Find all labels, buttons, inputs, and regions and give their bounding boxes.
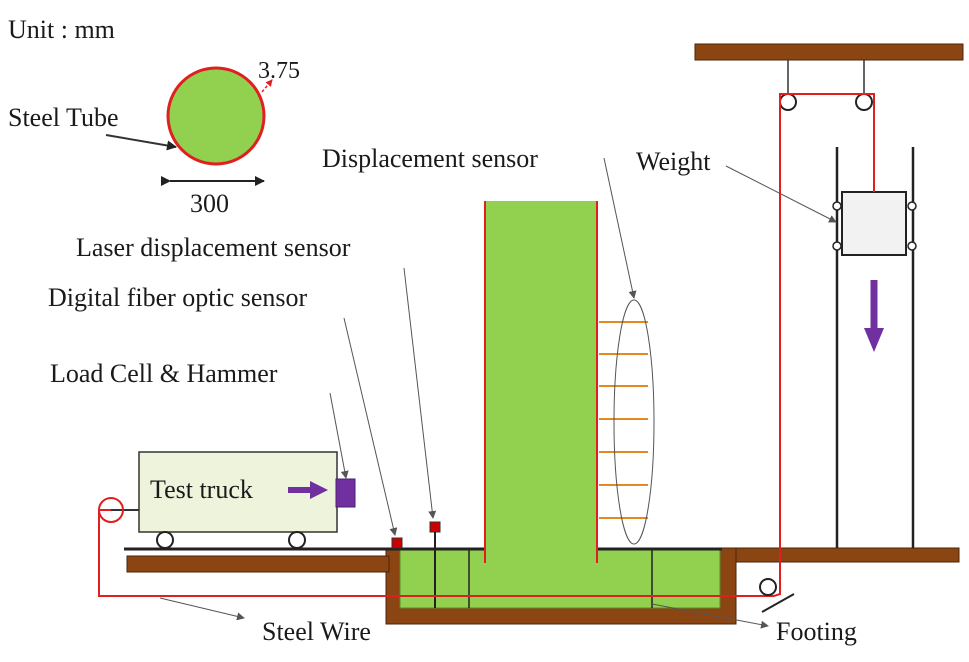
load-cell-leader [329,392,349,479]
truck-wheel-left [156,531,174,549]
steel-tube-column [485,201,597,563]
steel-wire [98,93,875,597]
fiber-optic-sensor-leader [343,317,398,536]
load-cell-hammer-label: Load Cell & Hammer [50,359,278,388]
right-floor [731,547,960,563]
diameter-label: 300 [190,189,229,218]
fiber-optic-sensor-marker [391,537,403,549]
thickness-arrow [261,79,273,93]
wire-anchor-ring [98,497,124,523]
steel-wire-leader [159,597,245,621]
displacement-sensor-array [599,321,648,519]
hammer-block [335,478,356,508]
steel-tube-label: Steel Tube [8,103,119,132]
truck-motion-arrow-head [310,481,328,499]
unit-label: Unit : mm [8,15,115,44]
footing-leader [651,603,769,629]
weight-block [841,191,907,256]
test-truck-label: Test truck [150,475,253,504]
left-floor [126,555,390,573]
truck-wheel-right [288,531,306,549]
weight-rollers [832,201,917,251]
pulley-left [779,93,797,111]
displacement-sensor-group-outline [613,299,655,545]
laser-displacement-sensor-label: Laser displacement sensor [76,233,351,262]
wire-pulley-bottom [759,578,777,596]
steel-tube-leader [105,134,177,151]
wire-pulley-bracket [761,593,795,613]
steel-tube-section [166,66,266,166]
ceiling-beam [694,43,964,61]
weight-label: Weight [636,147,711,176]
laser-sensor-marker [429,521,441,533]
pulley-right [855,93,873,111]
laser-sensor-leader [403,267,437,519]
thickness-label: 3.75 [258,58,300,84]
steel-wire-label: Steel Wire [262,617,371,646]
displacement-sensor-leader [603,157,637,299]
weight-drop-arrow-head [864,328,884,352]
displacement-sensor-label: Displacement sensor [322,144,538,173]
digital-fiber-optic-sensor-label: Digital fiber optic sensor [48,283,308,312]
footing-label: Footing [776,617,857,646]
